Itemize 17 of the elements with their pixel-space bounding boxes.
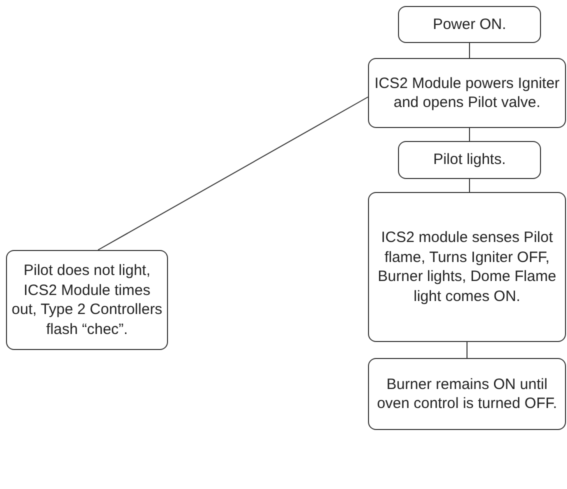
box-text: Power ON.: [432, 14, 506, 34]
process-box: [368, 58, 566, 128]
box-text: Burner remains ON until oven control is turned OFF.: [376, 374, 558, 414]
connector-line: [98, 96, 368, 250]
process-box: [398, 141, 541, 179]
box-text: ICS2 Module powers Igniter and opens Pilot valve.: [373, 74, 561, 112]
connector-line: [469, 42, 470, 58]
connector-line: [469, 128, 470, 142]
connector-line: [466, 342, 468, 358]
process-box: [368, 192, 566, 342]
process-box: [368, 358, 566, 430]
process-box: [6, 250, 168, 350]
connector-line: [469, 178, 470, 192]
box-text: Pilot lights.: [433, 150, 506, 170]
box-text: Pilot does not light, ICS2 Module times out, Type 2 Controllers flash “chec”.: [11, 261, 163, 339]
box-text: ICS2 module senses Pilot flame, Turns Igniter OFF, Burner lights, Dome Flame light comes ON.: [376, 228, 558, 306]
process-box: [398, 6, 541, 43]
